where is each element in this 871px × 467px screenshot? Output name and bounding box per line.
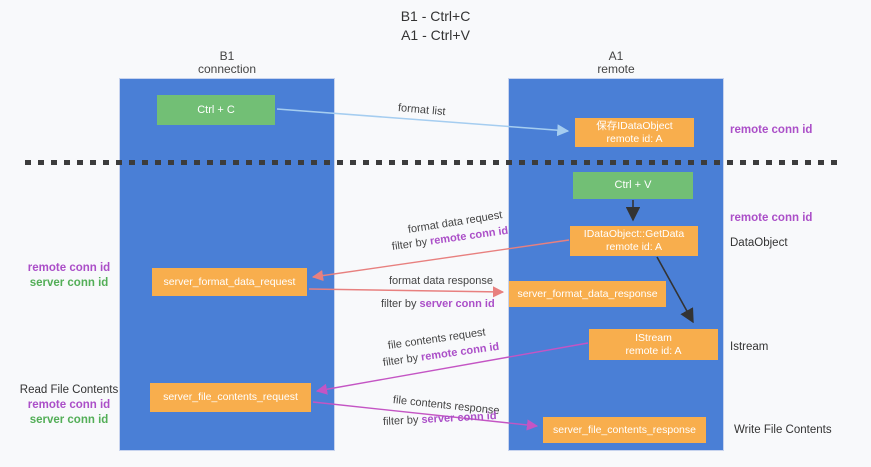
arrow-format-data-response <box>308 286 505 298</box>
server-format-data-response-node: server_format_data_response <box>509 281 666 307</box>
server-conn-id-text: server conn id <box>419 298 495 310</box>
format-data-response-label: format data response <box>389 275 493 287</box>
save-idataobject-line1: 保存IDataObject <box>596 119 673 132</box>
diagram-title: B1 - Ctrl+C A1 - Ctrl+V <box>0 7 871 45</box>
idataobject-getdata-node: IDataObject::GetData remote id: A <box>570 226 698 256</box>
right-remote-conn-id-top-label: remote conn id <box>730 124 813 136</box>
getdata-line1: IDataObject::GetData <box>583 228 685 240</box>
read-file-contents-label: Read File Contents <box>19 384 119 396</box>
left-conn-id-group-top: remote conn id server conn id <box>6 261 132 291</box>
filter-by-text: filter by <box>382 352 419 369</box>
filter-by-text: filter by <box>391 236 428 253</box>
left-column-subtitle: connection <box>197 62 257 76</box>
write-file-contents-label: Write File Contents <box>734 424 832 436</box>
server-format-data-request-node: server_format_data_request <box>152 268 307 296</box>
left-server-conn-id-top-label: server conn id <box>29 277 109 289</box>
ctrl-c-node: Ctrl + C <box>157 95 275 125</box>
right-remote-conn-id-mid-label: remote conn id <box>730 212 813 224</box>
server-file-contents-response-node: server_file_contents_response <box>543 417 706 443</box>
ctrl-v-node: Ctrl + V <box>573 172 693 199</box>
left-remote-conn-id-top-label: remote conn id <box>27 262 111 274</box>
left-column-name: B1 <box>219 49 235 63</box>
filter-by-text: filter by <box>382 414 419 428</box>
save-idataobject-line2: remote id: A <box>606 132 663 145</box>
filter-by-text: filter by <box>381 298 417 310</box>
right-column-subtitle: remote <box>597 62 635 76</box>
title-line-2: A1 - Ctrl+V <box>401 27 470 43</box>
server-file-contents-request-node: server_file_contents_request <box>150 383 311 412</box>
istream-node: IStream remote id: A <box>589 329 718 360</box>
format-list-label: format list <box>397 102 447 119</box>
right-column-header: A1 remote <box>508 50 724 76</box>
left-column-header: B1 connection <box>119 50 335 76</box>
istream-line1: IStream <box>635 331 672 344</box>
istream-line2: remote id: A <box>625 344 682 357</box>
istream-side-label: Istream <box>730 341 769 353</box>
dataobject-label: DataObject <box>730 237 788 249</box>
left-server-conn-id-bottom-label: server conn id <box>29 414 109 426</box>
getdata-line2: remote id: A <box>605 241 663 253</box>
left-remote-conn-id-bottom-label: remote conn id <box>27 399 111 411</box>
save-idataobject-node: 保存IDataObject remote id: A <box>575 118 694 147</box>
right-column-name: A1 <box>608 49 624 63</box>
left-conn-id-group-bottom: Read File Contents remote conn id server… <box>6 383 132 428</box>
title-line-1: B1 - Ctrl+C <box>400 8 471 24</box>
server-conn-id-text: server conn id <box>421 410 497 426</box>
phase-separator-dashed-line <box>25 160 838 165</box>
